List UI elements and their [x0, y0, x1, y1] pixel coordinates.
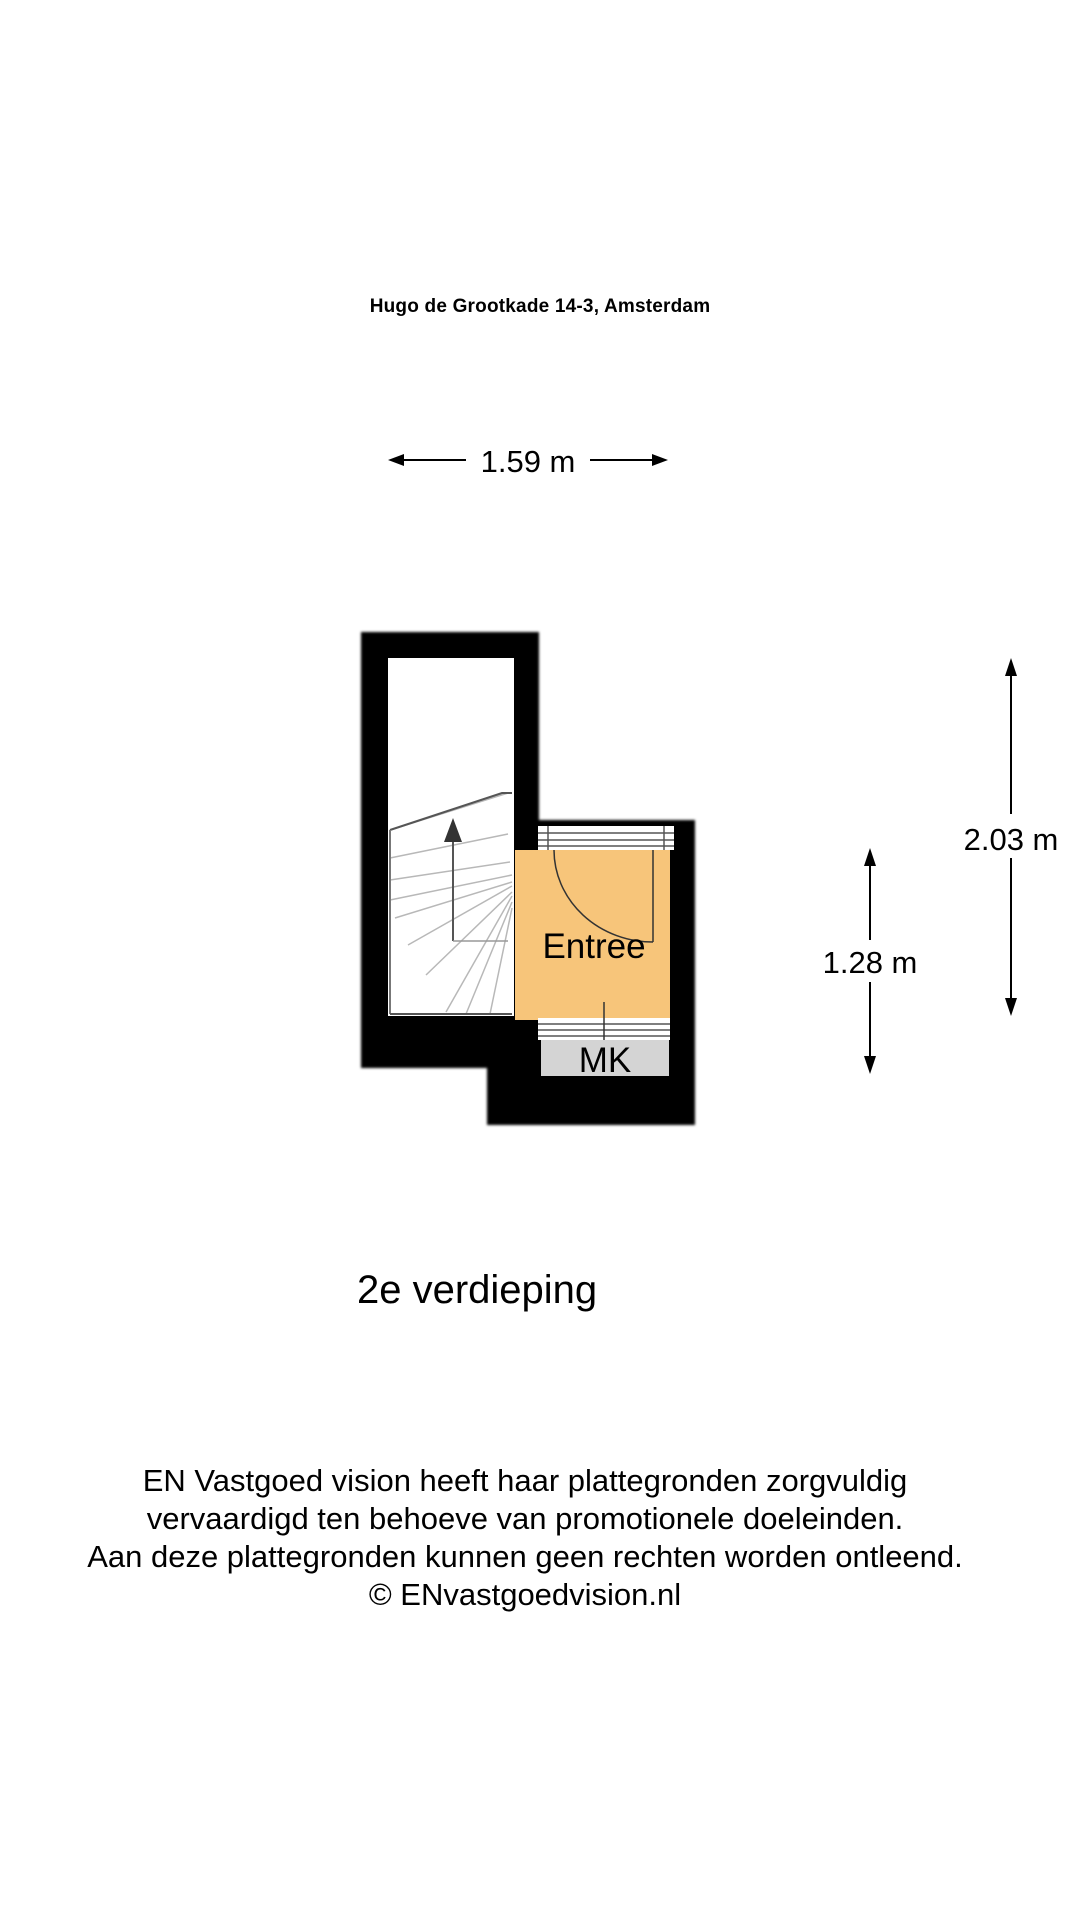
staircase — [388, 658, 514, 1016]
meter-cupboard-label: MK — [579, 1041, 632, 1080]
total-height-label: 2.03 m — [964, 822, 1059, 857]
entrance-room: Entree — [515, 849, 670, 1020]
floor-label: 2e verdieping — [357, 1268, 598, 1312]
disclaimer-line-2: vervaardigd ten behoeve van promotionele… — [146, 1501, 904, 1536]
room-height-label: 1.28 m — [823, 945, 918, 980]
room-height-dimension: 1.28 m — [823, 848, 918, 1074]
top-window — [538, 826, 674, 850]
stair-arrow-icon — [444, 818, 462, 842]
address-title: Hugo de Grootkade 14-3, Amsterdam — [369, 296, 711, 317]
disclaimer-line-1: EN Vastgoed vision heeft haar plattegron… — [142, 1463, 908, 1498]
disclaimer: EN Vastgoed vision heeft haar plattegron… — [0, 1462, 1050, 1614]
width-dimension-label: 1.59 m — [481, 444, 576, 479]
disclaimer-line-3: Aan deze plattegronden kunnen geen recht… — [87, 1539, 963, 1574]
width-dimension: 1.59 m — [388, 444, 668, 479]
total-height-dimension: 2.03 m — [964, 658, 1059, 1016]
bottom-threshold — [538, 1002, 670, 1040]
meter-cupboard: MK — [541, 1040, 669, 1080]
entrance-label: Entree — [542, 927, 645, 966]
disclaimer-line-4: © ENvastgoedvision.nl — [368, 1577, 682, 1612]
